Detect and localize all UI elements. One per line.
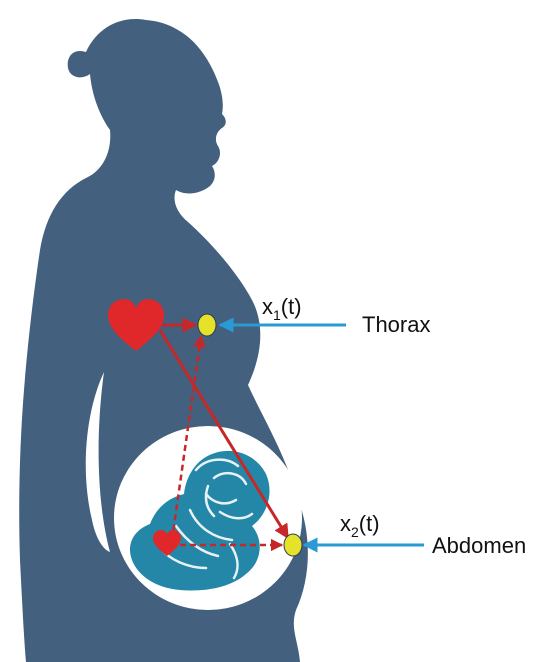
signal-x1-subscript: 1	[273, 307, 281, 323]
signal-x1-base: x	[262, 294, 273, 319]
signal-x2-label: x2(t)	[340, 511, 380, 540]
signal-x1-label: x1(t)	[262, 294, 302, 323]
signal-x1-suffix: (t)	[281, 294, 302, 319]
thorax-label: Thorax	[362, 312, 430, 337]
thorax-sensor-icon	[198, 314, 216, 336]
abdomen-sensor-icon	[284, 534, 302, 556]
signal-x2-base: x	[340, 511, 351, 536]
signal-x2-suffix: (t)	[359, 511, 380, 536]
abdomen-label: Abdomen	[432, 533, 526, 558]
signal-x2-subscript: 2	[351, 524, 359, 540]
